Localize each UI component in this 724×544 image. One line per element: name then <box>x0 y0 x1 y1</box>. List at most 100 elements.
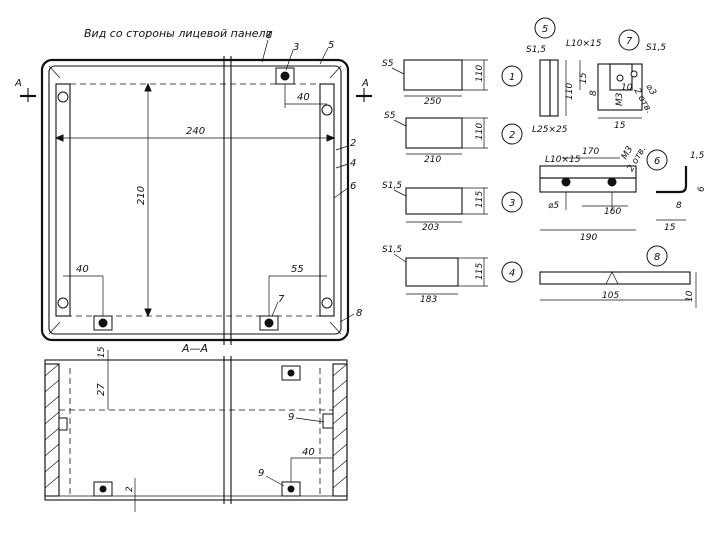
part-2-height: 110 <box>475 123 485 140</box>
part-4-plate <box>405 257 459 287</box>
part-3-number: 3 <box>509 198 515 209</box>
part-6-d8: 8 <box>676 201 682 211</box>
part-8-height: 10 <box>685 290 695 302</box>
part-5-angle-face <box>549 59 559 117</box>
leader-line <box>335 145 349 151</box>
leader-line <box>393 189 407 197</box>
section-outline <box>44 359 348 501</box>
part-6-hole: ⌀5 <box>548 201 559 211</box>
right-wall-hatched <box>332 363 348 497</box>
part-7-hole: ⌀3 <box>643 83 657 98</box>
part-4-width: 183 <box>420 295 437 305</box>
part-4-number: 4 <box>509 268 515 279</box>
right-rail <box>319 83 335 317</box>
part-6-profile-shape <box>656 166 688 194</box>
leader-line <box>319 47 329 65</box>
part-2-width: 210 <box>424 155 441 165</box>
part-6-thickness: 1,5 <box>690 151 705 161</box>
part-6-number-circle <box>646 149 668 171</box>
section-title: А—А <box>181 342 208 355</box>
leader-line <box>339 313 355 323</box>
side-screw-left <box>58 417 68 431</box>
part-6-number: 6 <box>654 156 660 167</box>
front-view-caption: Вид со стороны лицевой панели <box>84 27 273 40</box>
break-line <box>223 56 232 345</box>
part-7-number: 7 <box>626 36 633 47</box>
part-5-depth: 15 <box>579 72 589 84</box>
side-screw-right <box>322 413 334 429</box>
part-3-number-circle <box>501 191 523 213</box>
dim-55-label: 55 <box>291 264 304 275</box>
part-8-detail: 8 105 10 <box>539 245 697 308</box>
hatching-left <box>44 363 60 489</box>
callout-8: 8 <box>356 308 362 319</box>
part-5-number-circle <box>534 17 556 39</box>
part-8-notch <box>605 271 619 285</box>
part-3-width: 203 <box>422 223 439 233</box>
part-4-number-circle <box>501 261 523 283</box>
part-3-plate <box>405 187 463 215</box>
part-3-height: 115 <box>475 191 485 208</box>
leader-line <box>391 67 405 75</box>
part-7-d8: 8 <box>589 90 599 96</box>
part-8-width: 105 <box>602 291 619 301</box>
break-line <box>223 356 232 504</box>
part-1-material: S5 <box>382 59 394 69</box>
part-1-detail: S5 110 250 1 <box>382 59 523 107</box>
bracket-screw-icon <box>280 71 290 81</box>
section-marker-left: A <box>14 78 22 89</box>
part-6-detail: L10×15 170 ⌀5 160 190 M3 2 отв. 6 1,5 6 … <box>539 145 707 243</box>
leader-line <box>393 253 407 263</box>
callout-6: 6 <box>350 181 356 192</box>
leader-line <box>333 187 349 199</box>
part-6-d15b: 15 <box>664 223 676 233</box>
part-7-d10: 10 <box>621 83 633 93</box>
hatching-right <box>332 363 348 489</box>
dim-40-bottom-label: 40 <box>76 264 89 275</box>
corner-line <box>329 65 342 79</box>
screw-icon <box>321 104 333 116</box>
leader-line <box>335 163 349 169</box>
bracket-screw-icon <box>99 485 107 493</box>
part-4-detail: S1,5 115 183 4 <box>382 245 523 305</box>
part-1-number: 1 <box>509 72 515 83</box>
hole-icon <box>630 70 638 78</box>
part-4-material: S1,5 <box>382 245 402 255</box>
part-6-rail-top <box>539 165 637 179</box>
part-5-angle-side <box>539 59 551 117</box>
part-2-number-circle <box>501 123 523 145</box>
corner-line <box>48 65 61 79</box>
section-view: А—А 15 <box>44 342 348 512</box>
bracket-screw-icon <box>98 318 108 328</box>
part-2-plate <box>405 117 463 149</box>
arrow-icon <box>54 134 336 142</box>
part-5-number: 5 <box>542 24 548 35</box>
part-4-height: 115 <box>475 263 485 280</box>
part-5-height: 110 <box>565 83 575 100</box>
screw-icon <box>57 297 69 309</box>
part-5-profile: L25×25 <box>532 125 568 135</box>
part-7-profile: L10×15 <box>566 39 602 49</box>
dim-40-label: 40 <box>302 447 315 458</box>
front-view: Вид со стороны лицевой панели 240 <box>14 27 372 345</box>
bracket-screw-icon <box>287 369 295 377</box>
hole-icon <box>616 74 624 82</box>
part-8-number-circle <box>646 245 668 267</box>
screw-icon <box>57 91 69 103</box>
part-6-d160: 160 <box>604 207 621 217</box>
corner-line <box>48 321 61 335</box>
part-8-number: 8 <box>654 252 660 263</box>
part-2-material: S5 <box>384 111 396 121</box>
part-6-rail-side <box>539 177 637 193</box>
callout-3: 3 <box>293 42 299 53</box>
section-marker-right: A <box>361 78 369 89</box>
callout-9a: 9 <box>288 412 294 423</box>
bracket-screw-icon <box>287 485 295 493</box>
part-7-number-circle <box>618 29 640 51</box>
enclosure-inner-frame <box>48 65 342 335</box>
arrow-icon <box>144 82 152 318</box>
part-7-material: S1,5 <box>646 43 666 53</box>
dim-2-label: 2 <box>125 486 135 492</box>
